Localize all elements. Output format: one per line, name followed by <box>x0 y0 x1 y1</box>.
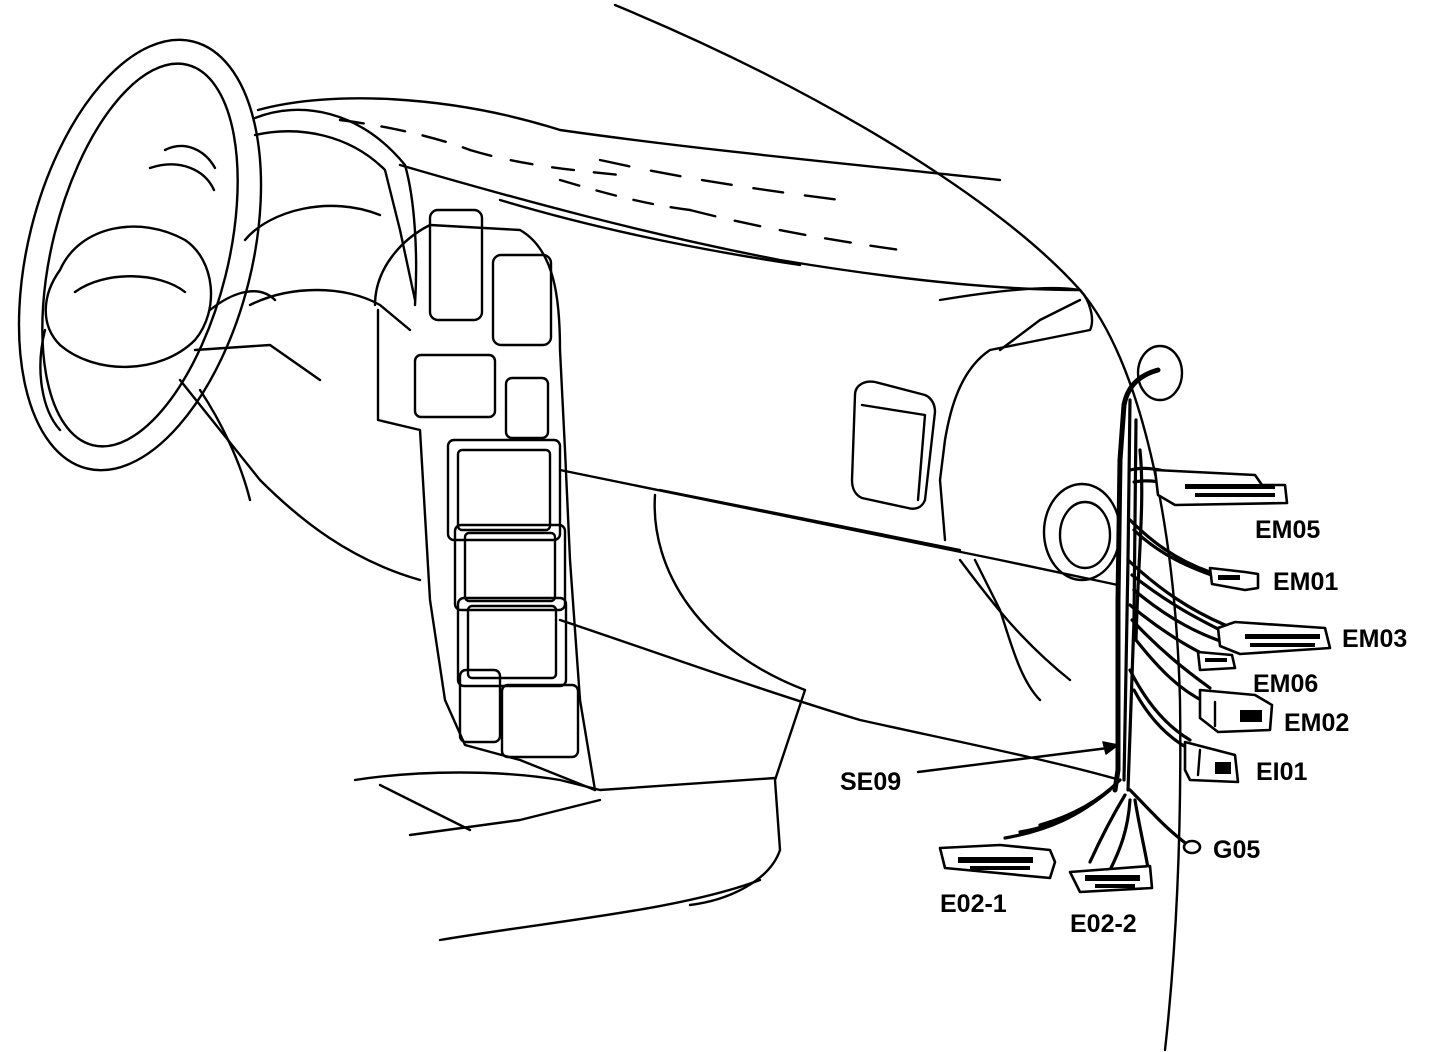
connector-em06 <box>1196 650 1237 672</box>
se09-leader-line <box>916 741 1119 774</box>
label-em02: EM02 <box>1284 709 1349 737</box>
instrument-binnacle <box>243 108 418 332</box>
connector-em05 <box>1153 468 1289 507</box>
connector-em03 <box>1216 620 1332 656</box>
dashboard-top <box>256 97 1082 292</box>
connector-g05 <box>1182 839 1202 855</box>
dashboard-right-panel <box>850 286 1094 542</box>
label-em06: EM06 <box>1253 670 1318 698</box>
label-se09: SE09 <box>840 768 901 796</box>
side-vent <box>1042 482 1122 582</box>
connector-em01 <box>1208 566 1260 592</box>
connector-ei01 <box>1183 740 1240 784</box>
label-e02-1: E02-1 <box>940 890 1007 918</box>
label-em01: EM01 <box>1273 568 1338 596</box>
label-em05: EM05 <box>1255 516 1320 544</box>
harness-grommet <box>1136 344 1184 402</box>
label-ei01: EI01 <box>1256 758 1308 786</box>
center-console <box>373 208 597 792</box>
lower-dashboard <box>178 378 1122 942</box>
label-g05: G05 <box>1213 836 1260 864</box>
label-em03: EM03 <box>1342 625 1407 653</box>
label-e02-2: E02-2 <box>1070 910 1137 938</box>
connector-e02-1 <box>938 843 1057 880</box>
a-pillar <box>613 3 1182 1052</box>
connector-em02 <box>1198 688 1274 734</box>
connector-e02-2 <box>1068 864 1154 894</box>
steering-wheel <box>17 38 322 472</box>
